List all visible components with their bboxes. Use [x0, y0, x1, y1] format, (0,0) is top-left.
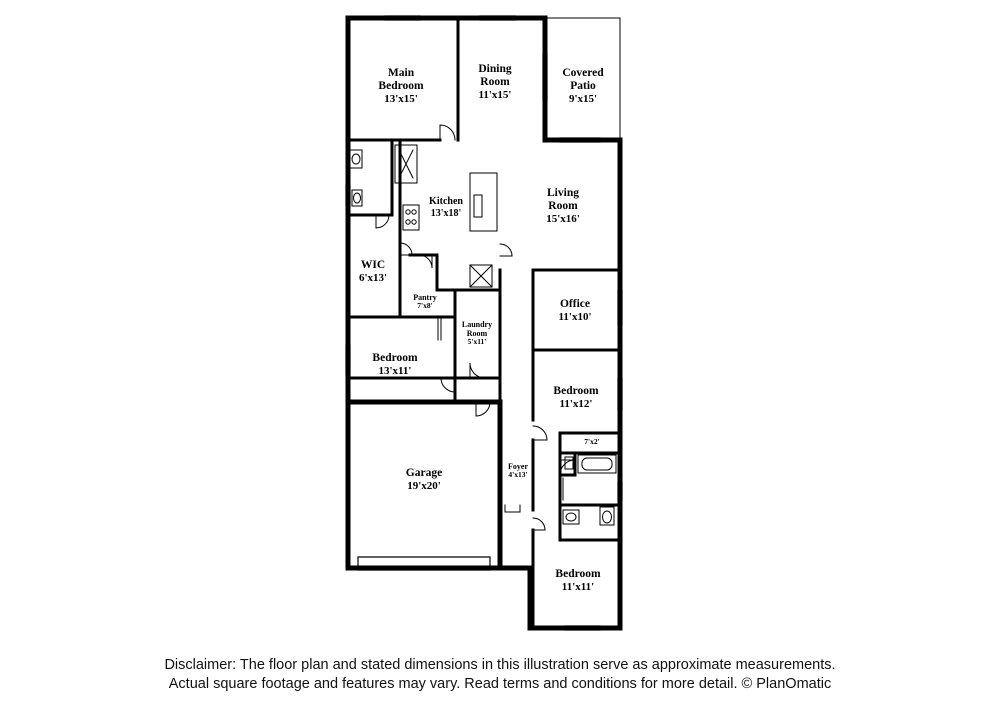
patio-outline [544, 17, 621, 141]
room-main-bedroom: Main Bedroom 13'x15' [366, 67, 436, 106]
room-wic: WIC 6'x13' [359, 259, 387, 285]
room-name: Living Room [547, 187, 579, 213]
fixtures [349, 144, 617, 526]
room-name: Kitchen [429, 196, 463, 207]
room-dims: 4'x13' [508, 470, 528, 480]
room-dims: 6'x13' [358, 272, 388, 285]
room-dims: 13'x11' [378, 365, 412, 378]
room-name: Office [559, 298, 591, 310]
room-living-room: Living Room 15'x16' [538, 187, 588, 226]
room-dims: 15'x16' [546, 213, 580, 226]
room-dims: 7'x8' [417, 301, 433, 311]
disclaimer-line-2: Actual square footage and features may v… [168, 676, 832, 692]
room-dims: 19'x20' [407, 480, 441, 493]
room-dims: 5'x11' [467, 337, 487, 347]
room-garage: Garage 19'x20' [406, 467, 442, 493]
room-pantry: Pantry 7'x8' [413, 293, 437, 311]
room-dims: 13'x15' [384, 93, 418, 106]
interior-walls [346, 16, 622, 630]
room-name: Covered Patio [562, 67, 604, 93]
room-covered-patio: Covered Patio 9'x15' [553, 67, 613, 106]
room-name: Foyer [508, 462, 528, 471]
room-dims: 11'x15' [478, 89, 512, 102]
room-name: Pantry [413, 293, 437, 302]
exterior-walls [345, 15, 623, 631]
disclaimer-line-1: Disclaimer: The floor plan and stated di… [164, 657, 836, 673]
room-dims: 11'x10' [558, 311, 592, 324]
door-swings [375, 124, 576, 531]
room-office: Office 11'x10' [558, 298, 591, 324]
room-bedroom-bottom: Bedroom 11'x11' [555, 568, 600, 594]
room-bedroom-left: Bedroom 13'x11' [372, 352, 417, 378]
windows [345, 15, 623, 631]
room-bedroom-right: Bedroom 11'x12' [553, 385, 598, 411]
room-kitchen: Kitchen 13'x18' [429, 196, 463, 219]
garage-door [357, 556, 491, 571]
room-dims: 11'x12' [559, 398, 593, 411]
room-foyer: Foyer 4'x13' [508, 462, 528, 480]
room-name: Bedroom [372, 352, 418, 364]
room-name: Bedroom [553, 385, 599, 397]
room-dims: 13'x18' [430, 207, 462, 219]
room-name: WIC [360, 259, 386, 271]
room-closet: 7'x2' [584, 437, 600, 447]
room-name: Bedroom [555, 568, 601, 580]
room-name: Laundry Room [461, 320, 493, 339]
room-dining-room: Dining Room 11'x15' [470, 63, 520, 102]
room-dims: 7'x2' [584, 437, 600, 446]
room-name: Dining Room [478, 63, 512, 89]
room-laundry-room: Laundry Room 5'x11' [458, 320, 496, 347]
room-name: Garage [405, 467, 443, 479]
room-dims: 9'x15' [568, 93, 598, 106]
room-dims: 11'x11' [561, 581, 595, 594]
room-name: Main Bedroom [378, 67, 424, 93]
